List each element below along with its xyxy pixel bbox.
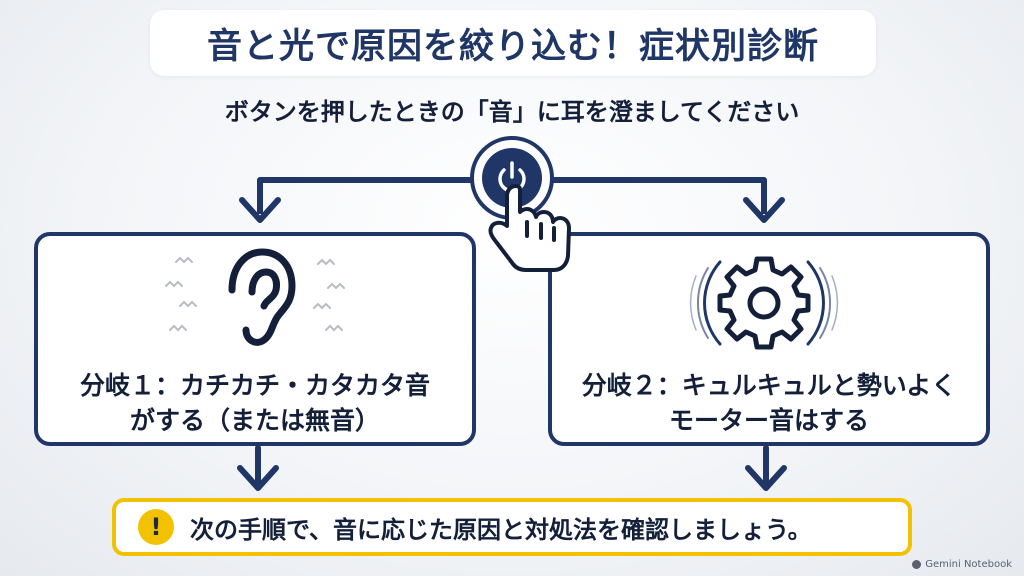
arrow-down-right-bottom [745, 465, 787, 491]
page-title: 音と光で原因を絞り込む！症状別診断 [206, 26, 819, 67]
connector-lines [257, 177, 767, 214]
footer-callout: ! 次の手順で、音に応じた原因と対処法を確認しましょう。 [112, 498, 912, 556]
footer-text: 次の手順で、音に応じた原因と対処法を確認しましょう。 [190, 515, 812, 544]
vibration-marks-left [165, 256, 345, 332]
watermark-text: Gemini Notebook [925, 559, 1012, 570]
subtitle: ボタンを押したときの「音」に耳を澄ましてください [224, 98, 800, 126]
branch-label-left: 分岐１：カチカチ・カタカタ音 がする（または無音） [36, 368, 474, 438]
motion-arcs [689, 260, 839, 346]
ear-icon [228, 248, 296, 346]
gear-icon [717, 256, 811, 350]
branch-right-line2: モーター音はする [668, 406, 869, 435]
arrow-down-right-top [743, 197, 785, 223]
warning-icon: ! [138, 509, 174, 545]
watermark-logo-icon [912, 560, 922, 569]
branch-left-line1: 分岐１：カチカチ・カタカタ音 [79, 371, 430, 400]
title-box: 音と光で原因を絞り込む！症状別診断 [150, 10, 876, 76]
arrow-down-left-bottom [237, 465, 279, 491]
connector-right [546, 177, 767, 214]
arrow-down-left-top [239, 197, 281, 223]
branch-left-line2: がする（または無音） [129, 406, 380, 435]
arrow-heads-top [239, 197, 785, 223]
branch-label-right: 分岐２：キュルキュルと勢いよく モーター音はする [550, 368, 988, 438]
arrow-bottom [237, 445, 787, 491]
connector-left [257, 177, 478, 214]
branch-right-line1: 分岐２：キュルキュルと勢いよく [581, 371, 957, 400]
hand-pointer-icon [488, 184, 571, 272]
watermark: Gemini Notebook [912, 559, 1012, 570]
power-icon [470, 136, 554, 220]
